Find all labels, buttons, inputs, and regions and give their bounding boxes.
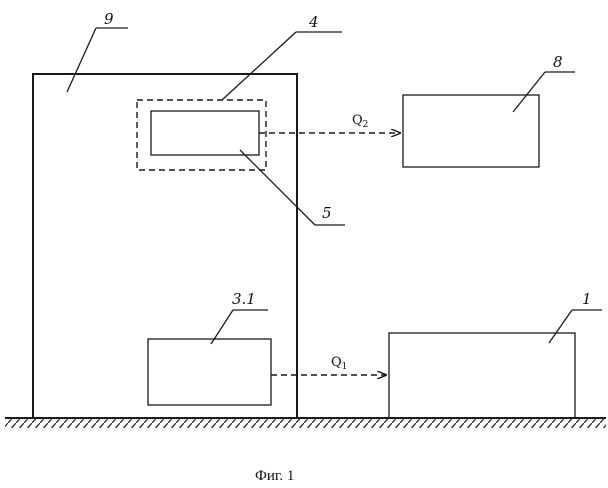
flow-q1-label: Q1 xyxy=(331,355,347,372)
label-3-1: 3.1 xyxy=(232,290,256,308)
building-9 xyxy=(33,74,297,418)
figure-caption: Фиг. 1 xyxy=(255,468,294,484)
label-1: 1 xyxy=(582,290,592,308)
flow-q2-label: Q2 xyxy=(352,113,368,130)
leader-3-1: 3.1 xyxy=(211,290,268,344)
leader-5: 5 xyxy=(240,150,345,225)
label-5: 5 xyxy=(322,204,332,222)
ground-hatching xyxy=(5,419,606,428)
unit-5 xyxy=(151,111,259,155)
box-1 xyxy=(389,333,575,418)
box-3-1 xyxy=(148,339,271,405)
leader-4: 4 xyxy=(222,13,342,100)
label-9: 9 xyxy=(104,10,114,28)
label-8: 8 xyxy=(553,53,563,71)
ground xyxy=(5,418,606,428)
leader-9: 9 xyxy=(67,10,128,92)
leader-8: 8 xyxy=(513,53,575,112)
label-4: 4 xyxy=(308,13,319,31)
